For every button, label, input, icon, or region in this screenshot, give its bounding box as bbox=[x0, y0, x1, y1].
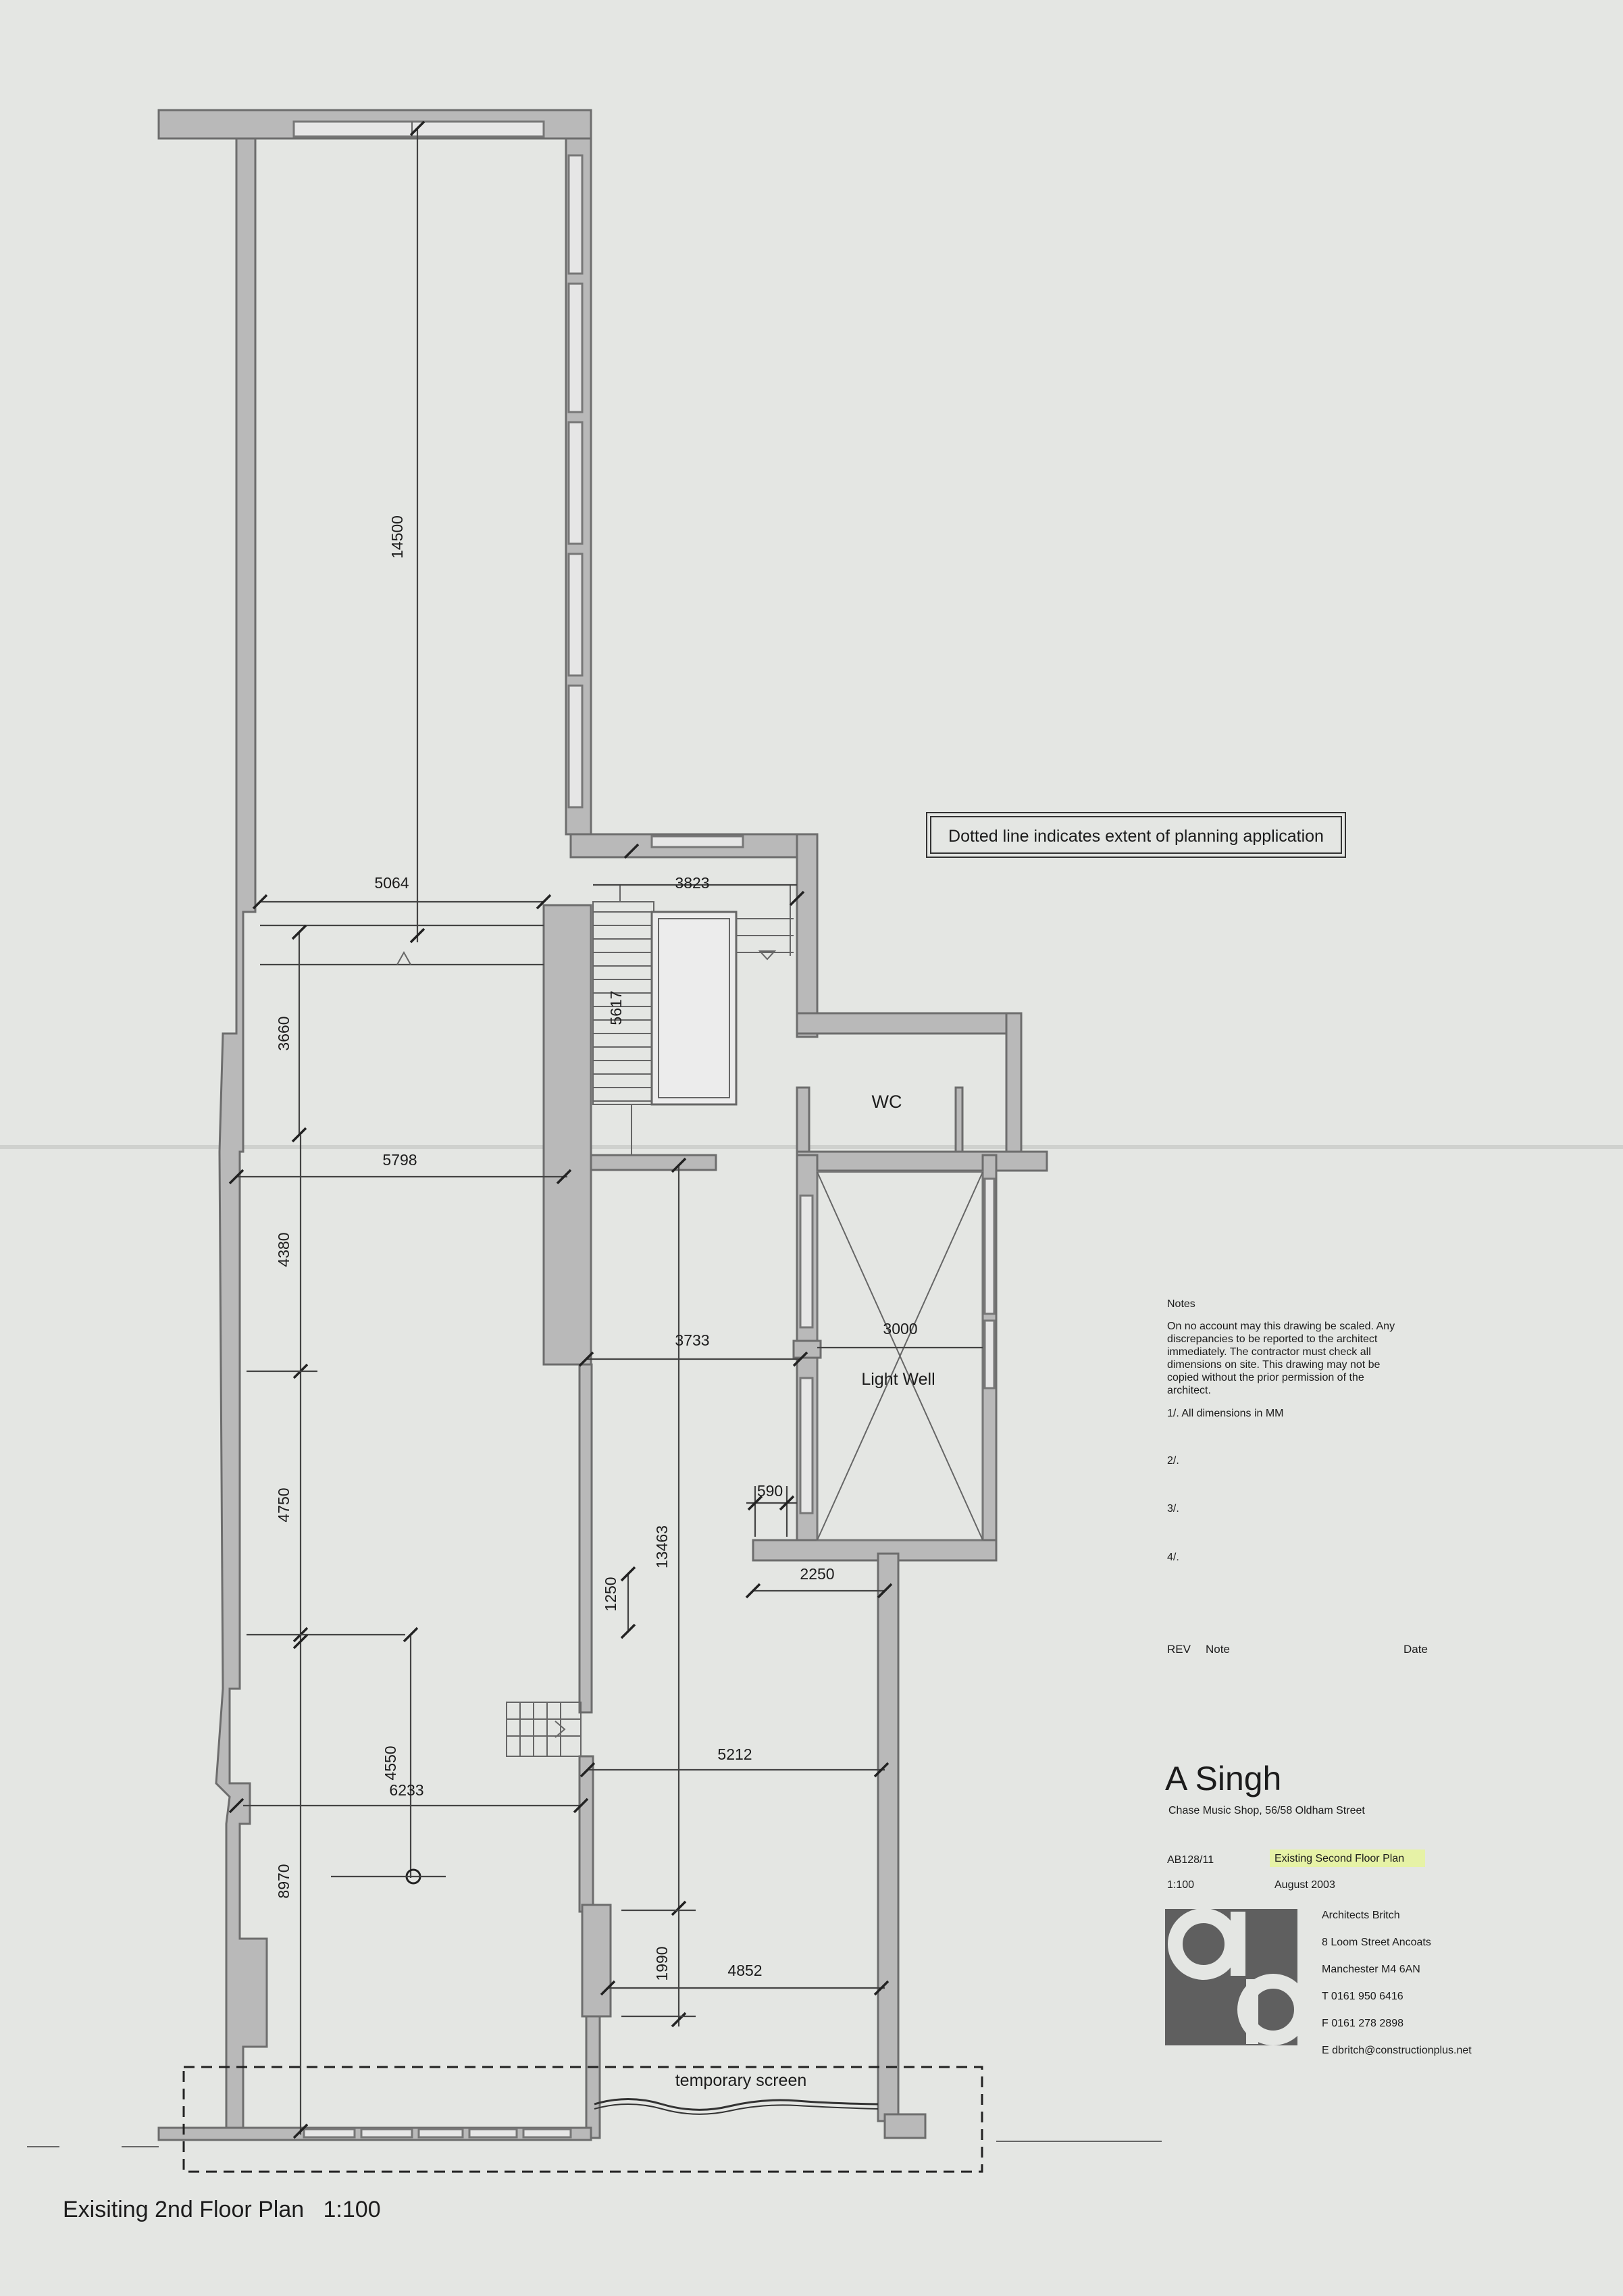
rev-note-label: Note bbox=[1206, 1643, 1230, 1656]
core-bottom-wall bbox=[590, 1154, 717, 1171]
wc-top-wall bbox=[796, 1012, 1021, 1035]
dim-8970: 8970 bbox=[275, 1864, 292, 1898]
notes-line: dimensions on site. This drawing may not… bbox=[1167, 1359, 1381, 1371]
dim-4750: 4750 bbox=[275, 1487, 292, 1522]
firm-address-line: Manchester M4 6AN bbox=[1322, 1964, 1420, 1975]
notes-line: copied without the prior permission of t… bbox=[1167, 1372, 1364, 1383]
side-windows bbox=[567, 154, 584, 809]
notes-block: Notes On no account may this drawing be … bbox=[1167, 1298, 1395, 1563]
drawing-number: AB128/11 bbox=[1167, 1854, 1214, 1866]
legend: Dotted line indicates extent of planning… bbox=[926, 812, 1346, 858]
drawing-scale: 1:100 bbox=[1167, 1879, 1194, 1891]
dim-4550: 4550 bbox=[382, 1745, 399, 1780]
title-block: A Singh Chase Music Shop, 56/58 Oldham S… bbox=[1165, 1760, 1472, 2056]
drawing-title: Existing Second Floor Plan bbox=[1274, 1853, 1404, 1864]
right-lower-wall bbox=[877, 1552, 900, 2122]
firm-fax: F 0161 278 2898 bbox=[1322, 2018, 1403, 2029]
notes-heading: Notes bbox=[1167, 1298, 1195, 1310]
dim-3660: 3660 bbox=[275, 1016, 292, 1050]
notes-item: 1/. All dimensions in MM bbox=[1167, 1408, 1284, 1419]
drawing-title-highlight bbox=[1270, 1849, 1425, 1867]
notes-line: immediately. The contractor must check a… bbox=[1167, 1346, 1371, 1358]
notes-line: On no account may this drawing be scaled… bbox=[1167, 1321, 1395, 1332]
wc-right-wall bbox=[1005, 1012, 1023, 1156]
dim-6233: 6233 bbox=[389, 1781, 423, 1799]
dim-3733: 3733 bbox=[675, 1331, 709, 1349]
main-staircase bbox=[592, 884, 794, 1155]
dim-4380: 4380 bbox=[275, 1232, 292, 1267]
central-spine-wall bbox=[542, 904, 592, 1366]
planning-extent-box bbox=[182, 2066, 983, 2173]
inner-partition bbox=[578, 1363, 593, 1714]
drawing-date: August 2003 bbox=[1274, 1879, 1335, 1891]
dim-5064: 5064 bbox=[374, 874, 409, 892]
rev-date-label: Date bbox=[1403, 1643, 1428, 1656]
room-label-light-well: Light Well bbox=[861, 1370, 935, 1389]
notes-line: discrepancies to be reported to the arch… bbox=[1167, 1333, 1378, 1345]
revision-row: REV Note Date bbox=[1167, 1643, 1428, 1656]
plan-title: Exisiting 2nd Floor Plan 1:100 bbox=[63, 2197, 381, 2222]
top-window bbox=[292, 120, 545, 138]
dimension-lines bbox=[228, 120, 983, 2139]
notes-item: 3/. bbox=[1167, 1503, 1179, 1514]
dim-5617: 5617 bbox=[607, 990, 625, 1025]
dim-5798: 5798 bbox=[382, 1151, 417, 1169]
client-name: A Singh bbox=[1165, 1760, 1281, 1797]
firm-address-line: 8 Loom Street Ancoats bbox=[1322, 1937, 1431, 1948]
lower-spine-wall bbox=[578, 1755, 594, 1913]
dim-3823: 3823 bbox=[675, 874, 709, 892]
lower-staircase bbox=[506, 1702, 582, 1757]
temporary-screen-line bbox=[594, 2098, 879, 2111]
room-label-wc: WC bbox=[872, 1092, 902, 1112]
bottom-windows bbox=[303, 2128, 572, 2139]
notes-item: 4/. bbox=[1167, 1552, 1179, 1563]
firm-phone: T 0161 950 6416 bbox=[1322, 1991, 1403, 2002]
project-address: Chase Music Shop, 56/58 Oldham Street bbox=[1168, 1805, 1365, 1816]
firm-email: E dbritch@constructionplus.net bbox=[1322, 2045, 1472, 2056]
dim-5212: 5212 bbox=[717, 1745, 752, 1763]
dim-1990: 1990 bbox=[653, 1946, 671, 1981]
dim-590: 590 bbox=[757, 1482, 783, 1500]
wc-bottom-wall bbox=[796, 1150, 1048, 1172]
dim-3000: 3000 bbox=[883, 1320, 917, 1337]
dim-1250: 1250 bbox=[602, 1577, 619, 1611]
rev-label: REV bbox=[1167, 1643, 1191, 1656]
room-label-temporary-screen: temporary screen bbox=[675, 2071, 807, 2090]
notes-line: architect. bbox=[1167, 1385, 1211, 1396]
firm-name: Architects Britch bbox=[1322, 1910, 1400, 1921]
notes-item: 2/. bbox=[1167, 1455, 1179, 1466]
dim-13463: 13463 bbox=[653, 1525, 671, 1568]
architects-logo bbox=[1165, 1908, 1309, 2045]
dim-14500: 14500 bbox=[388, 515, 406, 559]
dim-2250: 2250 bbox=[800, 1565, 834, 1583]
dim-4852: 4852 bbox=[727, 1962, 762, 1979]
floor-plan: 14500 5064 3823 5617 3660 5798 4380 3733… bbox=[27, 109, 1162, 2173]
light-well bbox=[752, 1154, 998, 1562]
legend-dotted-line: Dotted line indicates extent of planning… bbox=[948, 827, 1324, 846]
core-right-wall bbox=[796, 833, 819, 1038]
left-wall bbox=[215, 137, 268, 2129]
